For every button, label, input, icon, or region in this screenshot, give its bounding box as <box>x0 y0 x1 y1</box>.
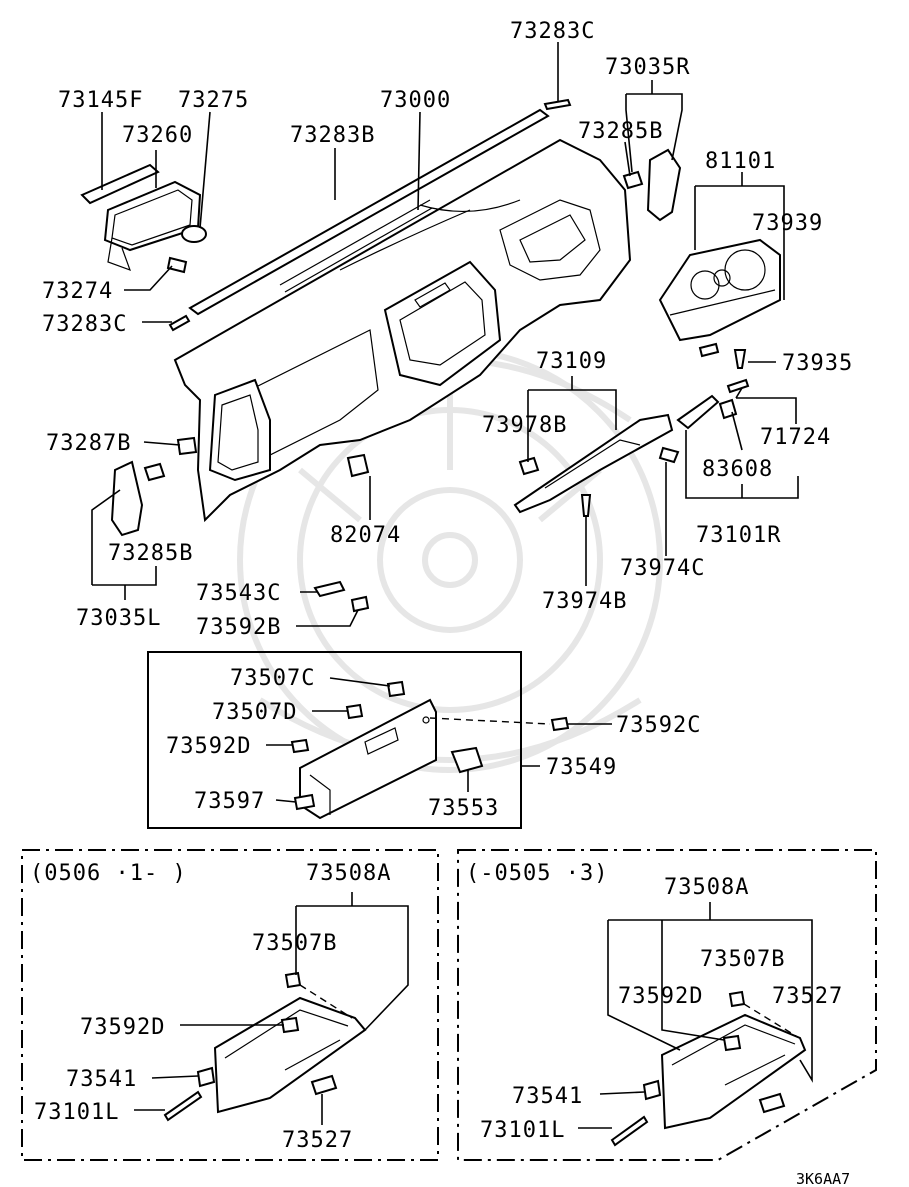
glovebox-right-variant <box>610 990 807 1147</box>
label-73283b: 73283B <box>290 123 375 148</box>
clip-73978b <box>518 456 540 476</box>
trim-73101r <box>676 394 720 430</box>
label-left-73592d: 73592D <box>80 1015 165 1040</box>
label-73935: 73935 <box>782 351 853 376</box>
clip-82074 <box>346 453 370 478</box>
label-73974b: 73974B <box>542 589 627 614</box>
leader-lines-left-box <box>134 892 409 1125</box>
bolt-73287b <box>176 436 198 456</box>
side-cover-73035l <box>110 460 144 537</box>
screw-73592d-mid <box>290 738 310 754</box>
label-left-73541: 73541 <box>66 1067 137 1092</box>
screw-73974c <box>658 446 680 464</box>
label-81101: 81101 <box>705 149 776 174</box>
label-right-73592d: 73592D <box>618 984 703 1009</box>
trim-strip-73283b <box>188 108 550 316</box>
trim-strip-73283c-top <box>543 98 572 111</box>
label-73000: 73000 <box>380 88 451 113</box>
caption-right-box: (-0505 ·3) <box>466 861 608 886</box>
left-vent <box>208 378 271 482</box>
caption-left-box: (0506 ·1- ) <box>30 861 187 886</box>
label-73507c: 73507C <box>230 666 315 691</box>
lower-panel-73109 <box>513 413 674 514</box>
label-73274: 73274 <box>42 279 113 304</box>
screw-73507c <box>386 680 406 698</box>
label-82074: 82074 <box>330 523 401 548</box>
label-73283c-top: 73283C <box>510 19 595 44</box>
label-73101r: 73101R <box>696 523 781 548</box>
screw-73935 <box>733 349 747 369</box>
label-right-73507b: 73507B <box>700 947 785 972</box>
leader-lines-upper <box>91 42 799 627</box>
bolt-73274 <box>166 256 188 274</box>
label-73285b-left: 73285B <box>108 541 193 566</box>
clip-73285b-right <box>622 170 644 190</box>
label-left-73507b: 73507B <box>252 931 337 956</box>
label-left-73527: 73527 <box>282 1128 353 1153</box>
label-73283c-left: 73283C <box>42 312 127 337</box>
label-73592c: 73592C <box>616 713 701 738</box>
screw-73592c <box>550 716 570 732</box>
label-right-73101l: 73101L <box>480 1118 565 1143</box>
meter-cluster-81101 <box>658 238 781 342</box>
label-73035l: 73035L <box>76 606 161 631</box>
trim-73145f <box>80 163 160 205</box>
part-73543c <box>313 580 346 598</box>
glovebox-lid-73549 <box>299 698 437 820</box>
airbag-module-73260 <box>80 163 202 272</box>
trim-71724 <box>726 378 750 394</box>
label-73543c: 73543C <box>196 581 281 606</box>
label-71724: 71724 <box>760 425 831 450</box>
label-73109: 73109 <box>536 349 607 374</box>
label-83608: 83608 <box>702 457 773 482</box>
label-73035r: 73035R <box>605 55 690 80</box>
label-left-73101l: 73101L <box>34 1100 119 1125</box>
side-cover-73035r <box>646 148 682 222</box>
clip-73285b-left <box>143 462 166 482</box>
label-left-73508a: 73508A <box>306 861 391 886</box>
label-73285b-right: 73285B <box>578 119 663 144</box>
center-stack <box>383 260 502 387</box>
label-right-73508a: 73508A <box>664 875 749 900</box>
clip-73275 <box>181 225 207 243</box>
label-73553: 73553 <box>428 796 499 821</box>
trim-strip-73283c-left <box>168 314 191 332</box>
screw-73974b <box>580 494 592 517</box>
screw-73507d <box>345 703 364 720</box>
label-73978b: 73978B <box>482 413 567 438</box>
instrument-panel-assembly <box>168 98 632 523</box>
label-73549: 73549 <box>546 755 617 780</box>
leader-lines-middle <box>266 677 612 803</box>
part-labels: 73283C 73035R 73145F 73275 73000 73260 7… <box>30 19 853 1187</box>
leader-lines-right-box <box>578 902 813 1129</box>
label-73145f: 73145F <box>58 88 143 113</box>
label-73597: 73597 <box>194 789 265 814</box>
label-right-73541: 73541 <box>512 1084 583 1109</box>
label-73592b: 73592B <box>196 615 281 640</box>
screw-73592b <box>350 595 370 613</box>
variant-box-left <box>21 849 439 1161</box>
handle-73553 <box>450 746 484 774</box>
glovebox-left-variant <box>163 971 367 1122</box>
glovebox-lid-box <box>147 651 522 829</box>
label-73939: 73939 <box>752 211 823 236</box>
diagram-code: 3K6AA7 <box>796 1170 850 1187</box>
label-73507d: 73507D <box>212 700 297 725</box>
variant-box-right <box>457 849 877 1161</box>
label-73287b: 73287B <box>46 431 131 456</box>
label-right-73527: 73527 <box>772 984 843 1009</box>
label-73275: 73275 <box>178 88 249 113</box>
clip-near-meter <box>698 342 720 358</box>
label-73260: 73260 <box>122 123 193 148</box>
stopper-73597 <box>293 793 316 811</box>
label-73974c: 73974C <box>620 556 705 581</box>
label-73592d-mid: 73592D <box>166 734 251 759</box>
